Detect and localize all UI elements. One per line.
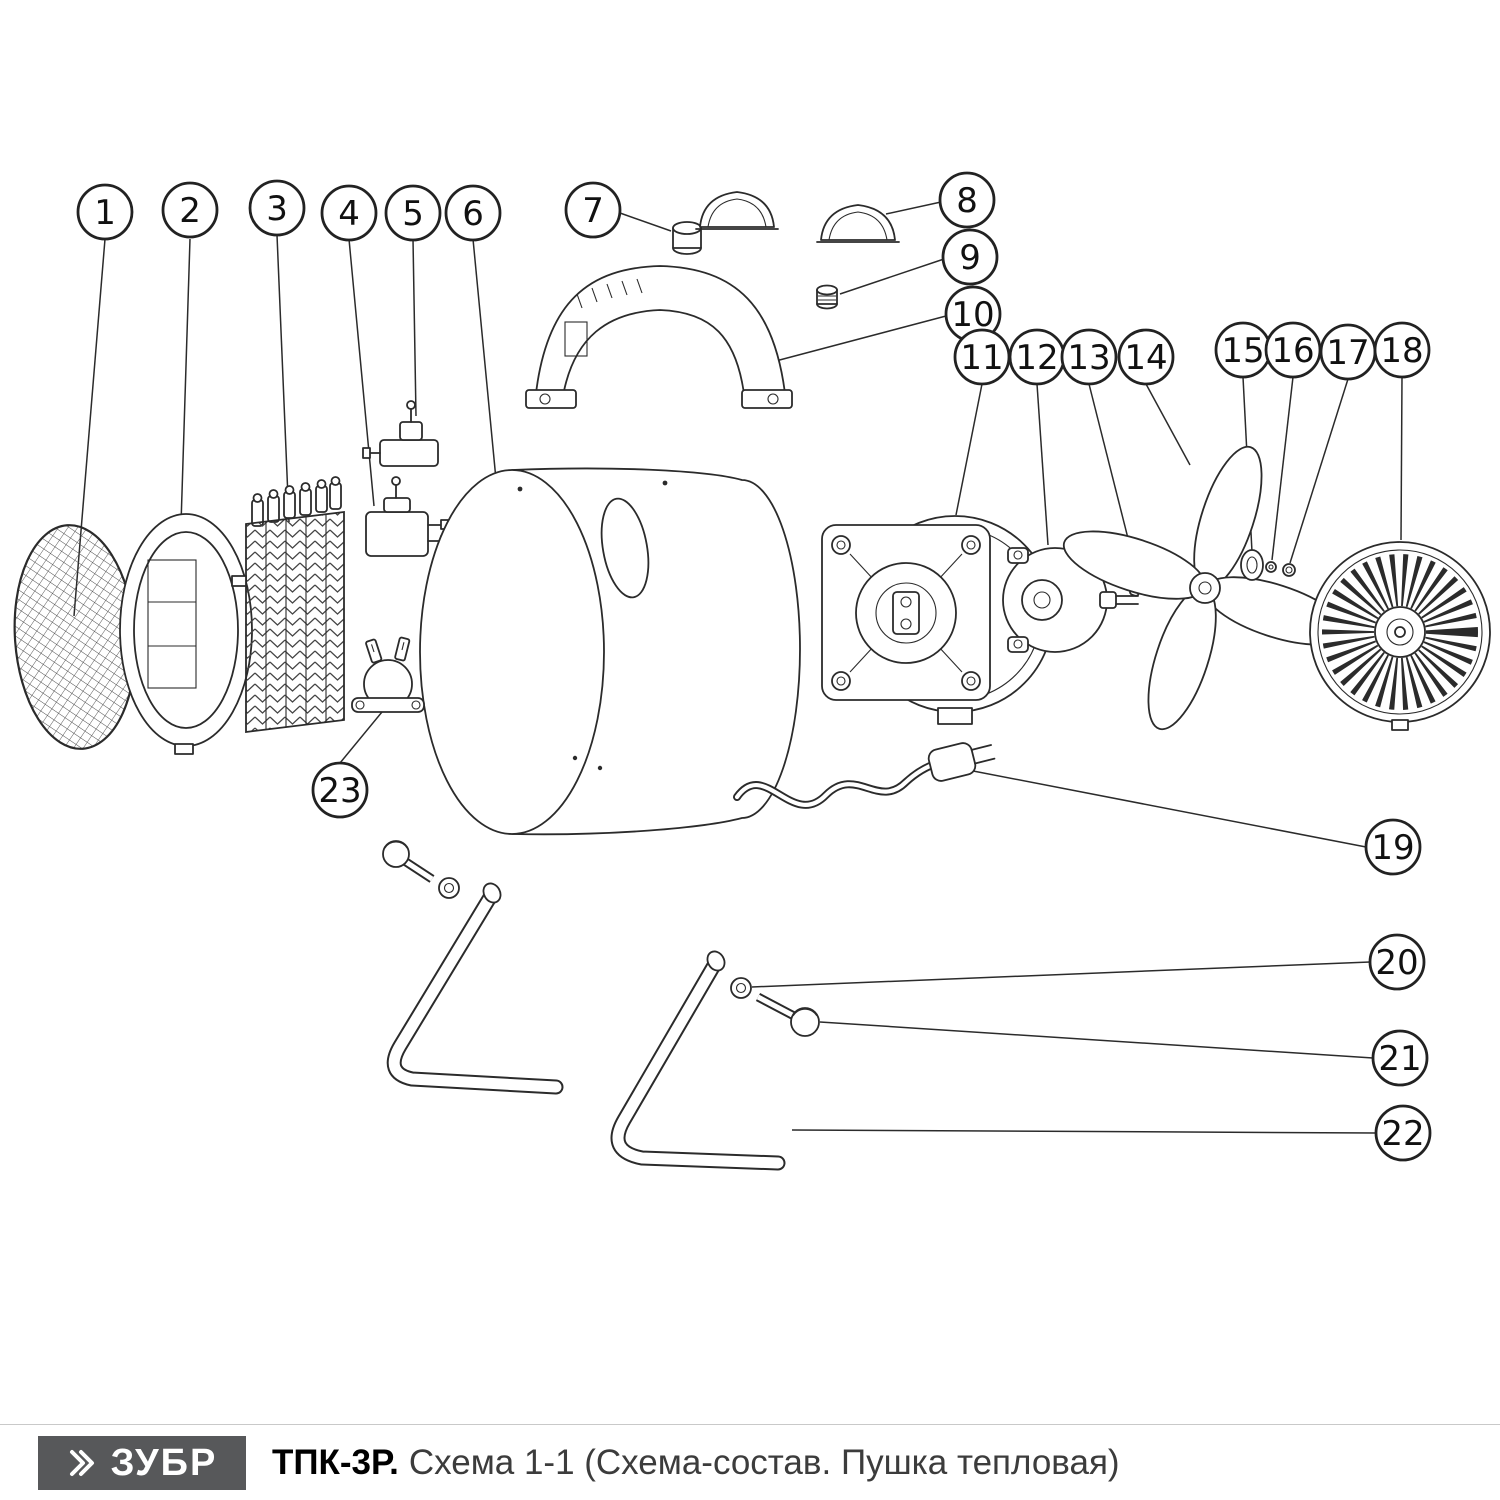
svg-text:19: 19 bbox=[1371, 828, 1414, 868]
part-power-cord bbox=[733, 742, 996, 809]
model-name: ТПК-3Р. bbox=[272, 1442, 399, 1482]
callout-8: 8 bbox=[938, 171, 996, 229]
callout-13: 13 bbox=[1060, 328, 1118, 386]
callouts: 1 2 3 4 5 6 7 8 9 10 11 12 13 14 15 16 1… bbox=[76, 171, 1432, 1162]
callout-5: 5 bbox=[384, 184, 442, 242]
part-motor-mount bbox=[821, 515, 1054, 725]
brand-arrow-icon bbox=[69, 1449, 94, 1476]
part-thermostat bbox=[351, 636, 425, 713]
part-top-cover bbox=[525, 265, 793, 409]
svg-text:17: 17 bbox=[1326, 333, 1369, 373]
callout-20: 20 bbox=[1368, 933, 1426, 991]
callout-16: 16 bbox=[1264, 321, 1322, 379]
part-frame-washer-left bbox=[438, 877, 460, 899]
svg-text:13: 13 bbox=[1067, 338, 1110, 378]
callout-19: 19 bbox=[1364, 818, 1422, 876]
part-switch bbox=[365, 476, 449, 557]
svg-text:15: 15 bbox=[1221, 331, 1264, 371]
callout-15: 15 bbox=[1214, 321, 1272, 379]
callout-22: 22 bbox=[1374, 1104, 1432, 1162]
callout-7: 7 bbox=[564, 181, 622, 239]
diagram-title: ТПК-3Р.Схема 1-1 (Схема-состав. Пушка те… bbox=[272, 1443, 1120, 1483]
part-switch-bracket bbox=[362, 400, 439, 467]
callout-11: 11 bbox=[953, 328, 1011, 386]
svg-text:12: 12 bbox=[1015, 338, 1058, 378]
part-nut bbox=[1282, 563, 1296, 577]
svg-text:6: 6 bbox=[462, 194, 484, 234]
part-front-ring bbox=[119, 513, 253, 755]
part-screw-plug bbox=[816, 284, 838, 310]
svg-text:7: 7 bbox=[582, 191, 604, 231]
part-heating-element bbox=[231, 476, 345, 734]
svg-text:3: 3 bbox=[266, 189, 288, 229]
callout-21: 21 bbox=[1371, 1029, 1429, 1087]
callout-23: 23 bbox=[311, 761, 369, 819]
part-frame-screw-right bbox=[755, 993, 820, 1037]
svg-text:11: 11 bbox=[960, 338, 1003, 378]
callout-18: 18 bbox=[1373, 321, 1431, 379]
callout-3: 3 bbox=[248, 179, 306, 237]
heater-terminals bbox=[251, 476, 342, 527]
svg-text:1: 1 bbox=[94, 193, 116, 233]
callout-2: 2 bbox=[161, 181, 219, 239]
svg-text:14: 14 bbox=[1124, 338, 1167, 378]
svg-text:8: 8 bbox=[956, 181, 978, 221]
part-motor bbox=[1002, 547, 1139, 653]
part-rear-grille bbox=[1309, 541, 1491, 731]
svg-text:5: 5 bbox=[402, 194, 424, 234]
svg-text:23: 23 bbox=[318, 771, 361, 811]
part-frame bbox=[386, 882, 786, 1171]
part-bushing bbox=[672, 221, 702, 255]
callout-14: 14 bbox=[1117, 328, 1175, 386]
svg-text:22: 22 bbox=[1381, 1114, 1424, 1154]
brand-name: ЗУБР bbox=[110, 1441, 218, 1484]
scheme-subtitle: Схема 1-1 (Схема-состав. Пушка тепловая) bbox=[408, 1442, 1120, 1482]
callout-12: 12 bbox=[1008, 328, 1066, 386]
part-handle-cap-right bbox=[816, 204, 900, 243]
footer: ЗУБР ТПК-3Р.Схема 1-1 (Схема-состав. Пуш… bbox=[0, 1424, 1500, 1500]
part-frame-screw-left bbox=[382, 840, 435, 883]
svg-text:10: 10 bbox=[951, 295, 994, 335]
callout-10: 10 bbox=[944, 285, 1002, 343]
svg-text:9: 9 bbox=[959, 238, 981, 278]
part-washer-small bbox=[1265, 561, 1277, 573]
callout-4: 4 bbox=[320, 184, 378, 242]
svg-text:20: 20 bbox=[1375, 943, 1418, 983]
callout-1: 1 bbox=[76, 183, 134, 241]
callout-6: 6 bbox=[444, 184, 502, 242]
svg-text:4: 4 bbox=[338, 194, 360, 234]
leader-lines bbox=[73, 201, 1403, 1134]
brand-logo: ЗУБР bbox=[38, 1435, 246, 1490]
svg-text:18: 18 bbox=[1380, 331, 1423, 371]
svg-text:16: 16 bbox=[1271, 331, 1314, 371]
part-housing-drum bbox=[419, 467, 801, 836]
svg-text:21: 21 bbox=[1378, 1039, 1421, 1079]
exploded-diagram: 1 2 3 4 5 6 7 8 9 10 11 12 13 14 15 16 1… bbox=[13, 171, 1491, 1171]
part-frame-washer-right bbox=[730, 977, 752, 999]
svg-text:2: 2 bbox=[179, 191, 201, 231]
part-washer bbox=[1240, 549, 1264, 581]
part-handle-cap-left bbox=[695, 191, 779, 230]
callout-9: 9 bbox=[941, 228, 999, 286]
callout-17: 17 bbox=[1319, 323, 1377, 381]
